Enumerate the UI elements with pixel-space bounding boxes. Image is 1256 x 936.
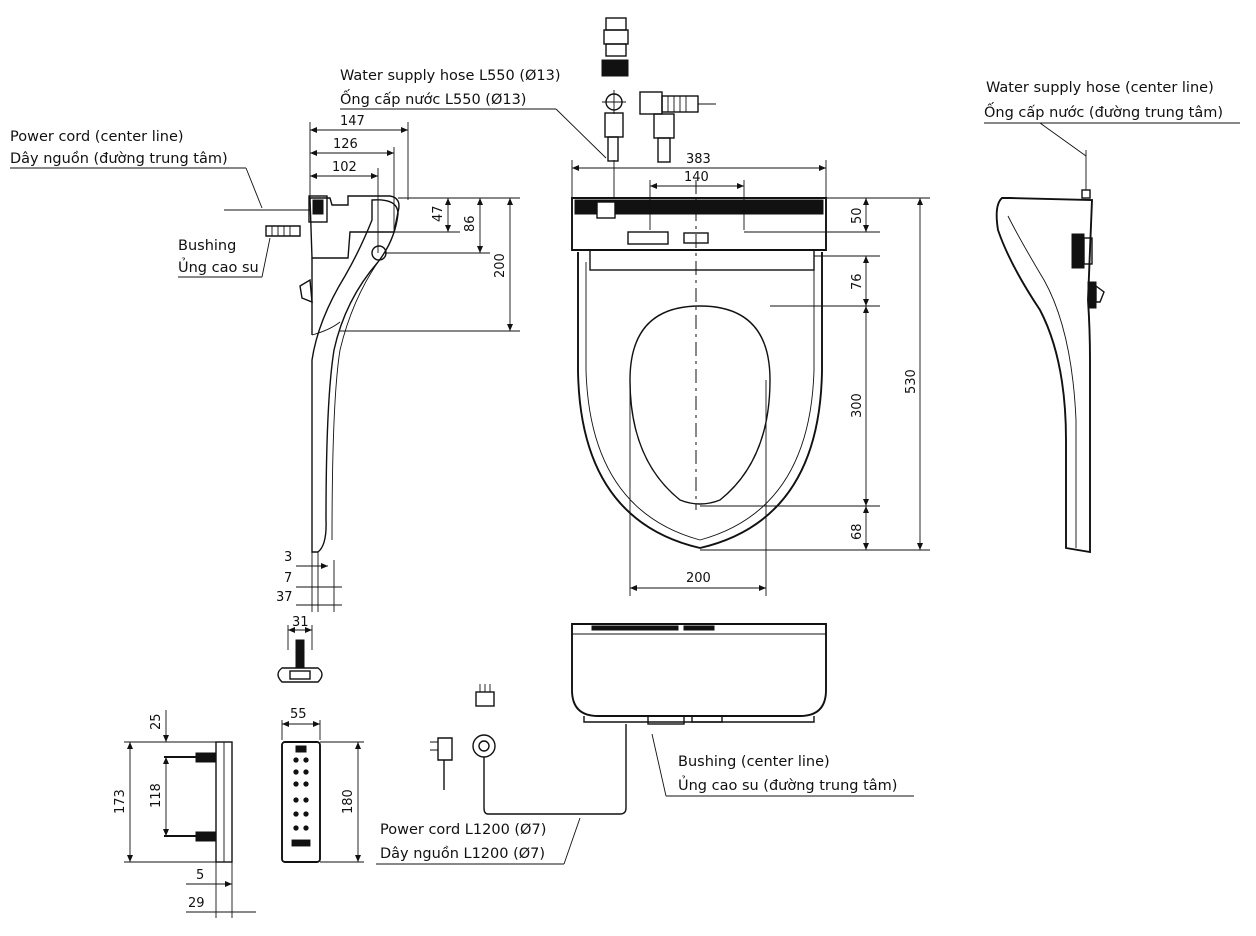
dim-200-top: 200: [686, 571, 711, 586]
dim-200-side: 200: [493, 253, 508, 278]
anchor-screw: [277, 625, 323, 683]
dim-25: 25: [149, 713, 164, 730]
dim-50: 50: [850, 207, 865, 224]
bushing-center-label-en: Bushing (center line): [678, 754, 830, 770]
bushing-center-label-vi: Ủng cao su (đường trung tâm): [678, 775, 897, 794]
dim-140: 140: [684, 170, 709, 185]
dim-126: 126: [333, 137, 358, 152]
water-hose-center-label-vi: Ống cấp nước (đường trung tâm): [984, 102, 1223, 121]
dim-173: 173: [113, 789, 128, 814]
power-cord-length-label-vi: Dây nguồn L1200 (Ø7): [380, 845, 545, 862]
dim-180: 180: [341, 789, 356, 814]
dim-530: 530: [904, 369, 919, 394]
remote-control: [281, 720, 364, 863]
dim-37: 37: [276, 590, 293, 605]
bushing-label-vi: Ủng cao su: [178, 257, 259, 276]
dim-76: 76: [850, 273, 865, 290]
dim-55: 55: [290, 707, 307, 722]
dim-31: 31: [292, 615, 309, 630]
dim-102: 102: [332, 160, 357, 175]
dim-383: 383: [686, 152, 711, 167]
dim-147: 147: [340, 114, 365, 129]
dim-300: 300: [850, 393, 865, 418]
water-hose-label-vi: Ống cấp nước L550 (Ø13): [340, 89, 526, 108]
plug-icons: [430, 684, 496, 790]
dim-7: 7: [284, 571, 292, 586]
wall-bracket: [124, 710, 256, 918]
dim-86: 86: [463, 215, 478, 232]
bushing-label-en: Bushing: [178, 238, 236, 254]
power-cord-length-label-en: Power cord L1200 (Ø7): [380, 822, 546, 838]
right-side-view: [995, 150, 1105, 554]
power-cord-center-label-en: Power cord (center line): [10, 129, 184, 145]
dim-47: 47: [431, 205, 446, 222]
dim-68: 68: [850, 523, 865, 540]
power-cord-center-label-vi: Dây nguồn (đường trung tâm): [10, 150, 228, 167]
top-view: [571, 17, 930, 596]
dim-29: 29: [188, 896, 205, 911]
side-view: [224, 122, 520, 612]
front-view: [483, 623, 827, 815]
water-hose-label-en: Water supply hose L550 (Ø13): [340, 68, 561, 84]
dim-3: 3: [284, 550, 292, 565]
dim-118: 118: [149, 783, 164, 808]
water-hose-center-label-en: Water supply hose (center line): [986, 80, 1214, 96]
dim-5: 5: [196, 868, 204, 883]
